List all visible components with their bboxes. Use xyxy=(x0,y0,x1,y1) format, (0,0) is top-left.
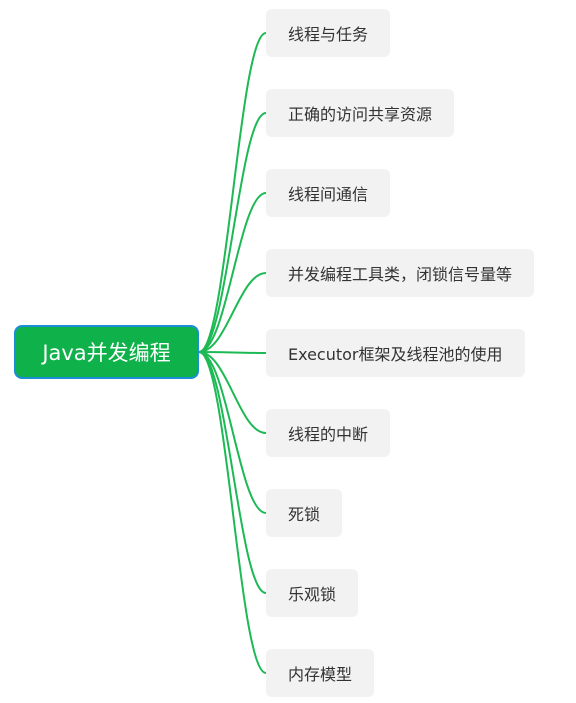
root-node-label: Java并发编程 xyxy=(42,341,171,365)
root-node[interactable]: Java并发编程 xyxy=(14,325,199,379)
child-node-label: 正确的访问共享资源 xyxy=(288,105,433,124)
connector-1 xyxy=(198,32,267,353)
child-node-label: 线程间通信 xyxy=(288,185,369,204)
connector-2 xyxy=(198,112,267,353)
child-node-label: Executor框架及线程池的使用 xyxy=(288,345,503,364)
child-node-8[interactable]: 乐观锁 xyxy=(266,569,359,617)
child-node-label: 线程与任务 xyxy=(288,25,369,44)
child-node-5[interactable]: Executor框架及线程池的使用 xyxy=(266,329,525,377)
child-node-label: 死锁 xyxy=(288,505,321,524)
child-node-label: 线程的中断 xyxy=(288,425,369,444)
child-node-3[interactable]: 线程间通信 xyxy=(266,169,391,217)
child-node-7[interactable]: 死锁 xyxy=(266,489,343,537)
child-node-label: 并发编程工具类，闭锁信号量等 xyxy=(288,265,513,284)
connector-7 xyxy=(198,351,267,514)
connector-4 xyxy=(198,272,267,353)
child-node-2[interactable]: 正确的访问共享资源 xyxy=(266,89,455,137)
connector-6 xyxy=(198,351,267,434)
child-node-1[interactable]: 线程与任务 xyxy=(266,9,391,57)
child-node-label: 内存模型 xyxy=(288,665,353,684)
child-node-6[interactable]: 线程的中断 xyxy=(266,409,391,457)
child-node-label: 乐观锁 xyxy=(288,585,337,604)
connector-8 xyxy=(198,351,267,594)
connector-3 xyxy=(198,192,267,353)
connector-5 xyxy=(198,351,267,354)
connector-9 xyxy=(198,351,267,674)
child-node-4[interactable]: 并发编程工具类，闭锁信号量等 xyxy=(266,249,535,297)
child-node-9[interactable]: 内存模型 xyxy=(266,649,375,697)
